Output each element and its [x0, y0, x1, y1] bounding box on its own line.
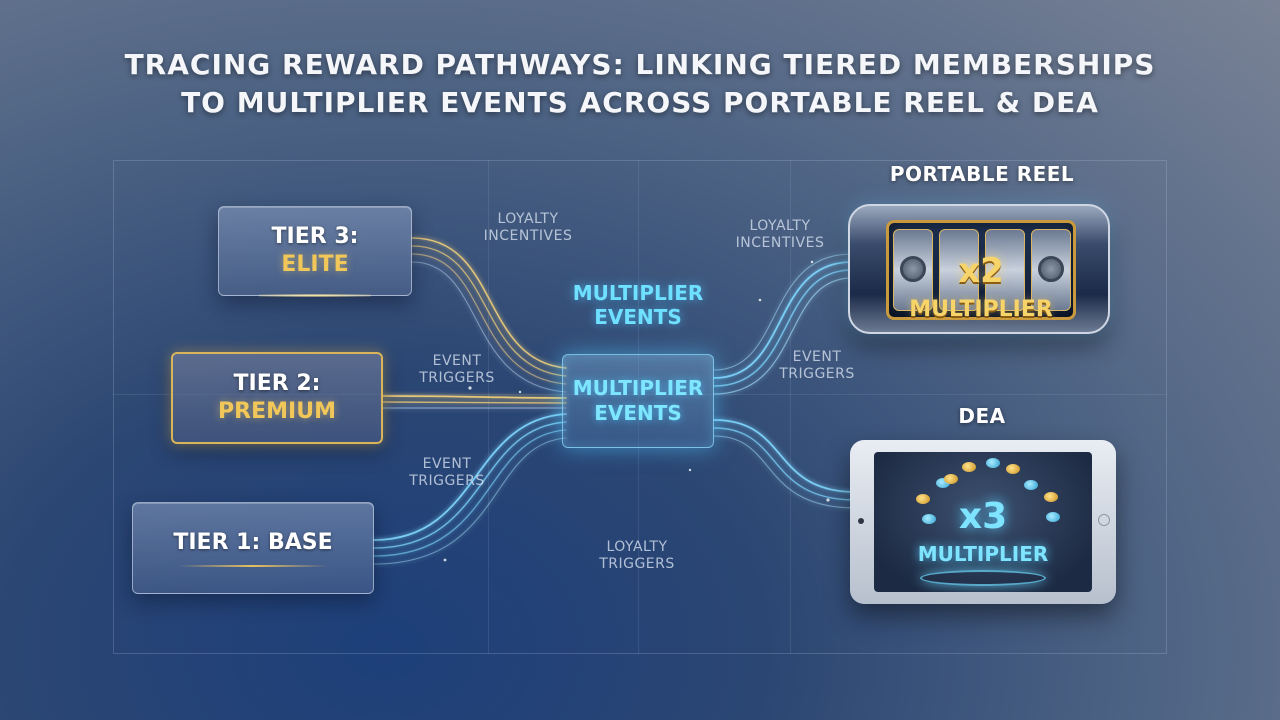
dea-tablet-device: x3 MULTIPLIER: [850, 440, 1116, 604]
flow-label-line: EVENT: [432, 353, 482, 369]
grid-line: [638, 160, 639, 654]
tier-1-underline: [178, 565, 328, 567]
hub-label-line: EVENTS: [594, 401, 682, 425]
grid-line: [113, 394, 1167, 395]
hub-label-line: MULTIPLIER: [572, 376, 704, 400]
flow-label-line: LOYALTY: [606, 539, 668, 555]
tier-1-base-box: TIER 1: BASE: [132, 502, 374, 594]
reel-slot: [893, 229, 933, 311]
flow-hub-to-dea: [713, 419, 857, 493]
reel-multiplier-value: x2: [958, 251, 1004, 291]
sparkle: [518, 390, 522, 394]
reel-wheel-icon: [1038, 256, 1064, 282]
flow-label-loyalty-incentives-right: LOYALTY INCENTIVES: [728, 218, 832, 252]
portable-reel-device: x2 MULTIPLIER: [848, 204, 1110, 334]
coin-icon: [1046, 512, 1060, 522]
flow-label-line: LOYALTY: [497, 211, 559, 227]
flow-tier3-to-hub: [411, 237, 567, 369]
flow-tier1-to-hub: [373, 421, 567, 549]
flow-hub-to-reel: [713, 261, 853, 379]
coin-icon: [1006, 464, 1020, 474]
multiplier-events-hub: MULTIPLIER EVENTS: [562, 354, 714, 448]
reel-slot: [939, 229, 979, 311]
tier-1-label: TIER 1: BASE: [173, 530, 333, 555]
coin-icon: [986, 458, 1000, 468]
dea-multiplier-caption: MULTIPLIER: [917, 542, 1049, 566]
sparkle: [468, 386, 472, 390]
floating-label-line: MULTIPLIER: [572, 281, 704, 305]
tablet-camera-icon: [858, 518, 864, 524]
portable-reel-title: PORTABLE REEL: [889, 162, 1075, 186]
tablet-home-button-icon: [1098, 514, 1110, 526]
grid-line: [790, 160, 791, 654]
tier-3-elite-box: TIER 3: ELITE: [218, 206, 412, 297]
reel-wheel-icon: [900, 256, 926, 282]
flow-label-loyalty-incentives-left: LOYALTY INCENTIVES: [478, 211, 578, 245]
grid-line: [488, 160, 489, 654]
flow-label-line: TRIGGERS: [419, 370, 495, 386]
flow-hub-to-dea: [713, 435, 857, 509]
tier-2-label: TIER 2:: [233, 371, 321, 396]
flow-label-line: TRIGGERS: [779, 366, 855, 382]
flow-label-line: INCENTIVES: [483, 228, 573, 244]
coin-icon: [962, 462, 976, 472]
sparkle: [443, 558, 447, 562]
flow-tier2-to-hub: [382, 401, 567, 404]
coin-icon: [944, 474, 958, 484]
flow-label-event-triggers-right: EVENT TRIGGERS: [772, 349, 862, 383]
sparkle: [758, 298, 762, 302]
flow-label-line: TRIGGERS: [409, 473, 485, 489]
tier-3-label: TIER 3:: [271, 224, 359, 249]
flow-hub-to-reel: [713, 277, 853, 395]
diagram-frame: [113, 160, 1167, 654]
flow-hub-to-dea: [713, 427, 857, 501]
coin-icon: [916, 494, 930, 504]
flow-label-event-triggers-left: EVENT TRIGGERS: [412, 353, 502, 387]
reel-multiplier-caption: MULTIPLIER: [909, 297, 1053, 322]
flow-label-line: LOYALTY: [749, 218, 811, 234]
reel-slot: [1031, 229, 1071, 311]
glow-halo: [920, 570, 1046, 586]
flow-label-line: EVENT: [792, 349, 842, 365]
flow-tier1-to-hub: [373, 429, 567, 557]
tier-2-premium-box: TIER 2: PREMIUM: [171, 352, 383, 444]
flow-hub-to-reel: [713, 253, 853, 371]
flow-hub-to-reel: [713, 269, 853, 387]
flow-tier2-to-hub: [382, 395, 567, 399]
sparkle: [688, 468, 692, 472]
reel-window: x2 MULTIPLIER: [886, 220, 1076, 322]
flow-tier3-to-hub: [411, 245, 567, 377]
flow-label-loyalty-triggers: LOYALTY TRIGGERS: [592, 539, 682, 573]
flow-label-event-triggers-bottom: EVENT TRIGGERS: [402, 456, 492, 490]
coin-icon: [1024, 480, 1038, 490]
flow-label-line: EVENT: [422, 456, 472, 472]
flow-label-line: INCENTIVES: [735, 235, 825, 251]
sparkle: [810, 260, 814, 264]
flow-tier3-to-hub: [411, 253, 567, 385]
page-title: TRACING REWARD PATHWAYS: LINKING TIERED …: [0, 46, 1280, 122]
page-title-line-1: TRACING REWARD PATHWAYS: LINKING TIERED …: [124, 48, 1156, 81]
reel-slot: [985, 229, 1025, 311]
flow-tier1-to-hub: [373, 413, 567, 541]
flow-tier1-to-hub: [373, 437, 567, 565]
tablet-screen: x3 MULTIPLIER: [874, 452, 1092, 592]
sparkle: [826, 498, 830, 502]
coin-icon: [1044, 492, 1058, 502]
multiplier-events-floating-label: MULTIPLIER EVENTS: [550, 281, 726, 329]
dea-title: DEA: [958, 404, 1006, 428]
coin-icon: [922, 514, 936, 524]
dea-multiplier-value: x3: [958, 496, 1008, 537]
coin-icon: [936, 478, 950, 488]
tier-3-name: ELITE: [281, 252, 349, 277]
flow-tier3-to-hub: [411, 261, 567, 393]
page-title-line-2: TO MULTIPLIER EVENTS ACROSS PORTABLE REE…: [181, 86, 1099, 119]
floating-label-line: EVENTS: [594, 305, 682, 329]
flow-label-line: TRIGGERS: [599, 556, 675, 572]
tier-2-name: PREMIUM: [218, 399, 336, 424]
